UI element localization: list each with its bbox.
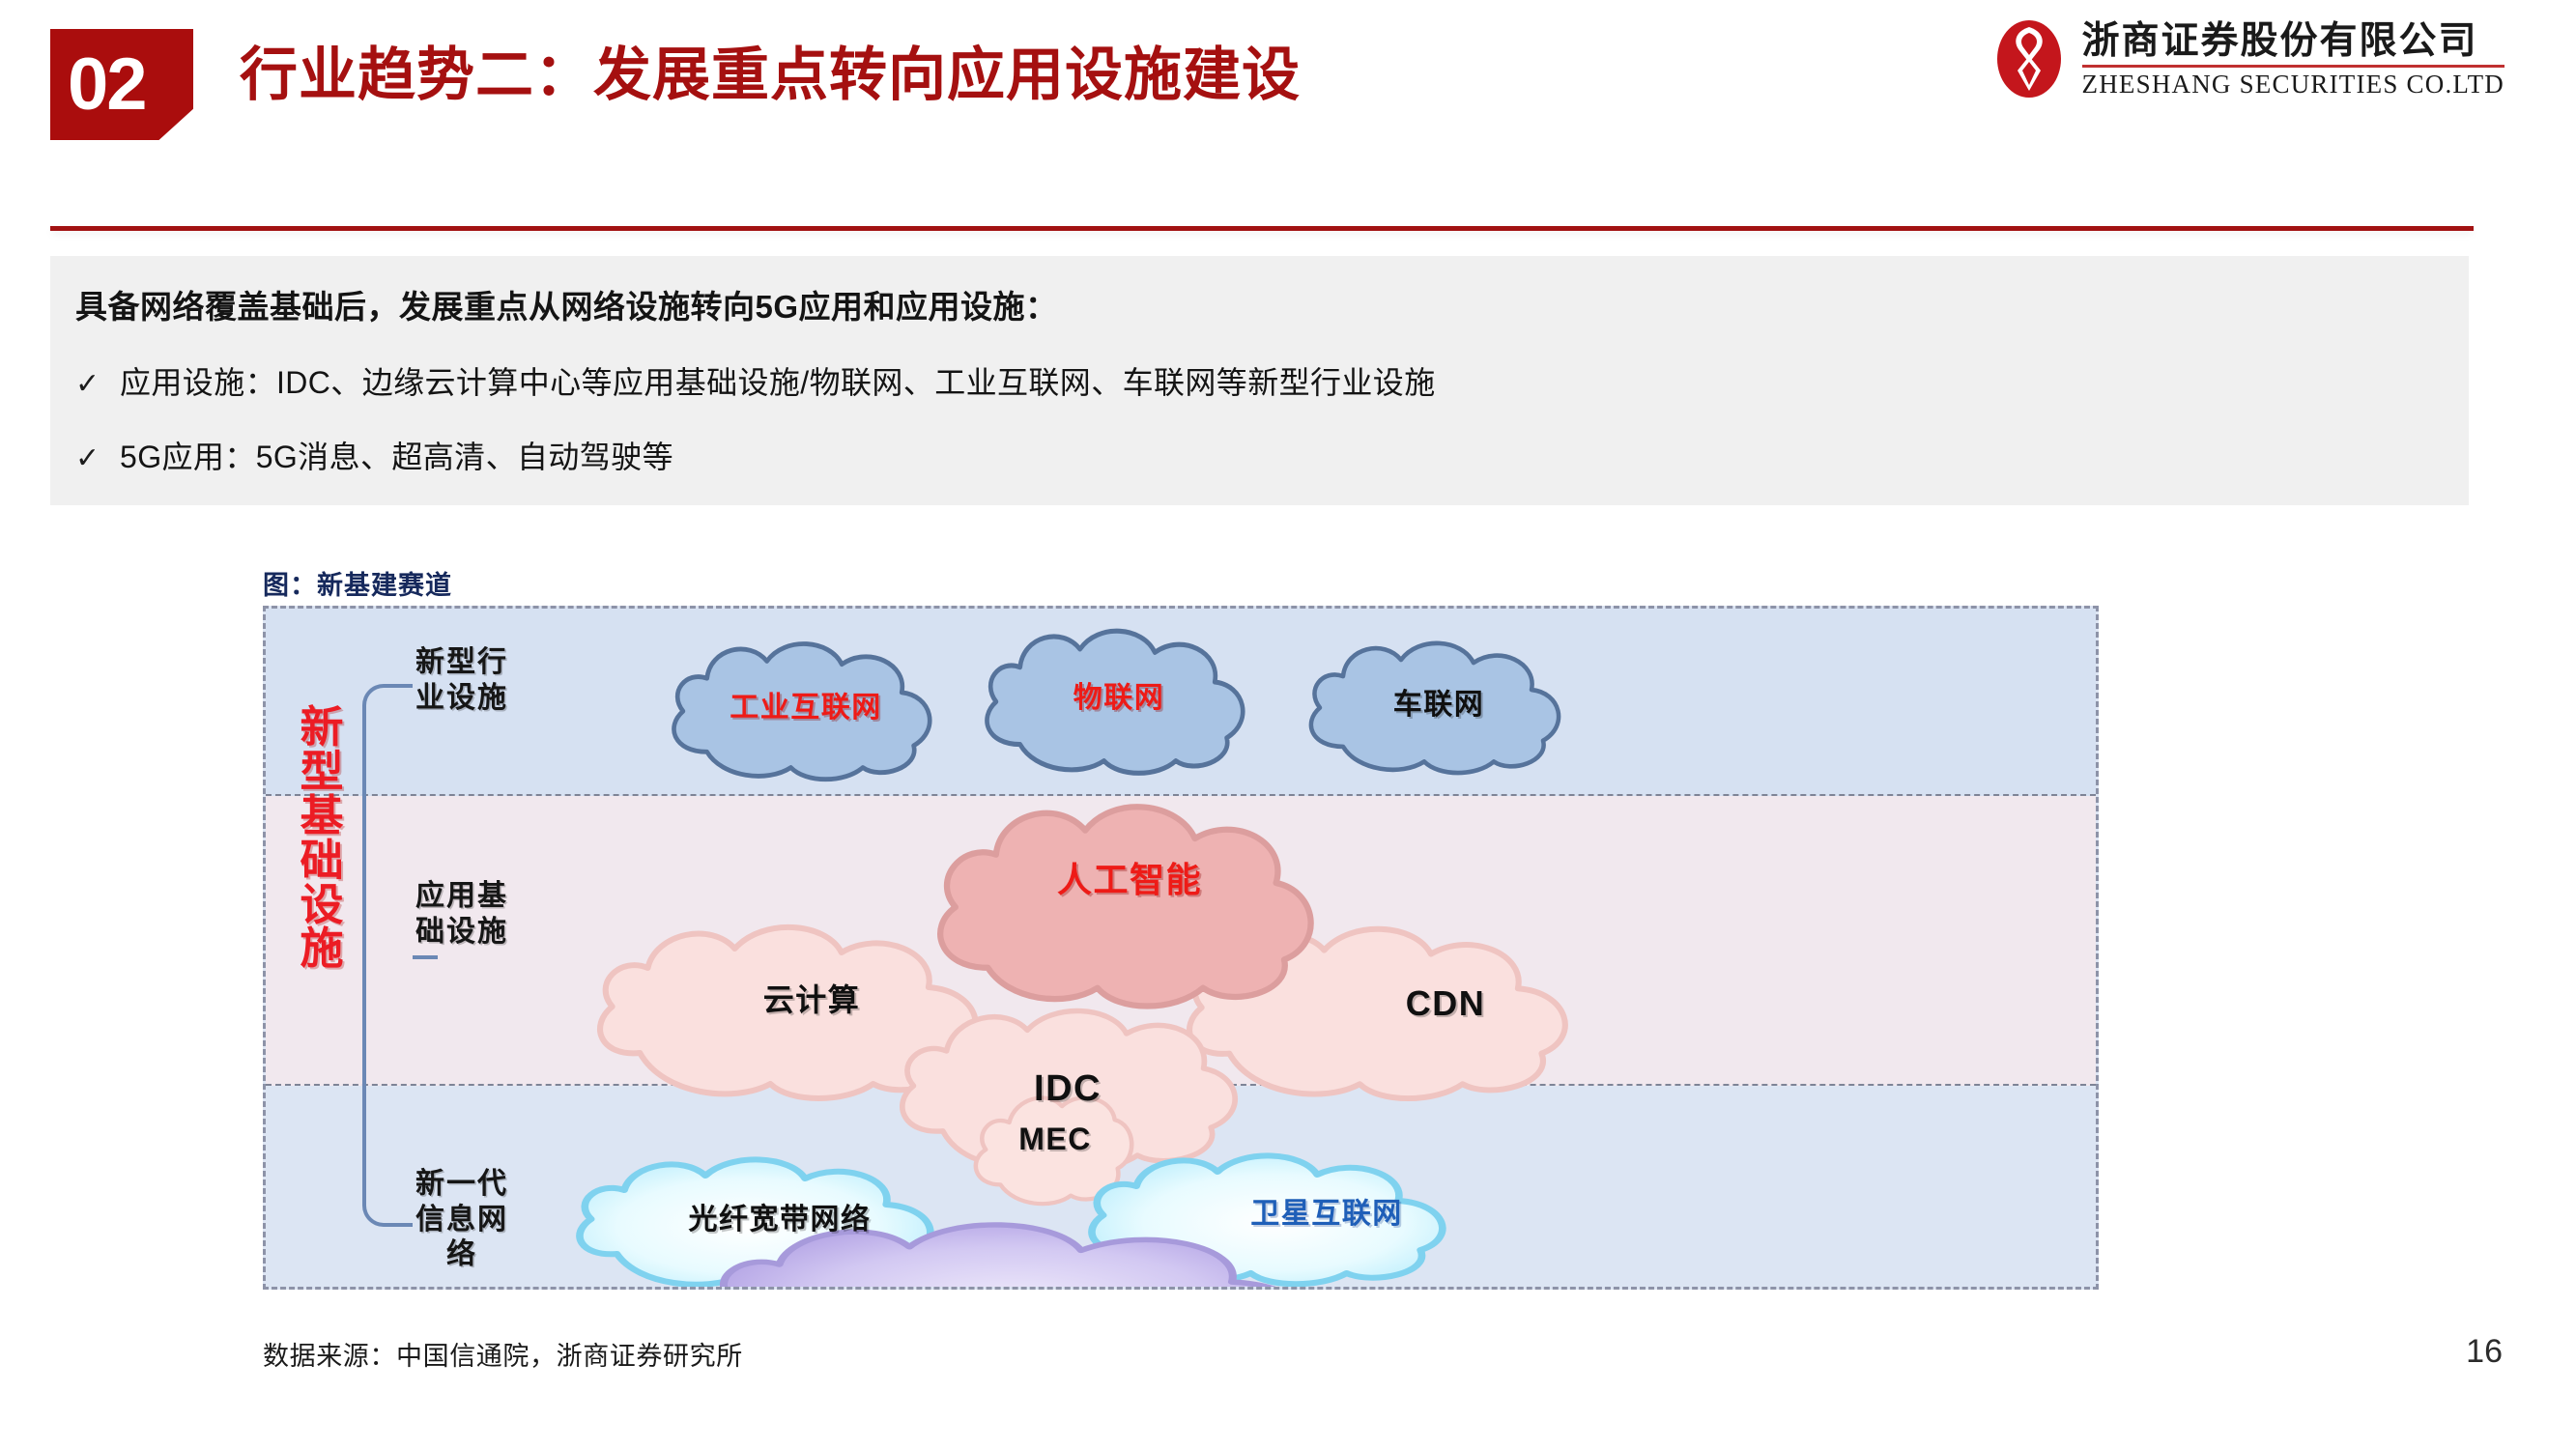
bullet-text: 5G应用：5G消息、超高清、自动驾驶等 — [120, 439, 673, 474]
bullet-item-5g-applications: ✓ 5G应用：5G消息、超高清、自动驾驶等 — [75, 439, 2469, 475]
zheshang-securities-logo-mark-icon — [1991, 17, 2067, 100]
logo-english-name: ZHESHANG SECURITIES CO.LTD — [2081, 69, 2504, 99]
figure-source-note: 数据来源：中国信通院，浙商证券研究所 — [263, 1342, 743, 1371]
cloud-node-internet-of-vehicles: 车联网 — [1294, 630, 1584, 780]
diagram-master-label: 新型基础设施 — [300, 702, 346, 974]
logo-divider — [2081, 64, 2504, 68]
cloud-label: MEC — [1018, 1122, 1092, 1157]
cloud-label: 工业互联网 — [730, 692, 882, 724]
slide-header: 02 行业趋势二：发展重点转向应用设施建设 浙商证券股份有限公司 ZHESHAN… — [0, 0, 2576, 232]
summary-heading: 具备网络覆盖基础后，发展重点从网络设施转向5G应用和应用设施： — [75, 289, 1058, 325]
header-divider-rule — [50, 226, 2474, 231]
band-label-application-infrastructure: 应用基础设施 — [415, 880, 508, 948]
cloud-label: 人工智能 — [1056, 860, 1202, 900]
check-icon: ✓ — [75, 441, 100, 474]
cloud-node-mec: MEC — [965, 1082, 1141, 1217]
figure-caption: 图：新基建赛道 — [263, 571, 452, 600]
logo-chinese-name: 浙商证券股份有限公司 — [2081, 17, 2478, 63]
band-label-new-industry-facilities: 新型行业设施 — [415, 646, 508, 714]
cloud-node-5g-network: 5G网络 — [691, 1215, 1367, 1287]
cloud-node-artificial-intelligence: 人工智能 — [919, 794, 1325, 1016]
new-infrastructure-diagram: 新型基础设施 新型行业设施 应用基础设施 新一代信息网络 工业互联网 物联网 车… — [263, 606, 2099, 1290]
cloud-node-cloud-computing: 云计算 — [585, 914, 1019, 1107]
cloud-node-iot: 物联网 — [969, 616, 1269, 781]
cloud-label: 云计算 — [762, 982, 861, 1018]
cloud-label: CDN — [1405, 983, 1486, 1024]
page-title: 行业趋势二：发展重点转向应用设施建设 — [240, 43, 1301, 107]
summary-callout-box: 具备网络覆盖基础后，发展重点从网络设施转向5G应用和应用设施： ✓ 应用设施：I… — [50, 256, 2469, 505]
section-number-badge: 02 — [50, 29, 193, 140]
page-number: 16 — [2466, 1333, 2503, 1370]
company-logo: 浙商证券股份有限公司 ZHESHANG SECURITIES CO.LTD — [1991, 17, 2504, 100]
cloud-label: 卫星互联网 — [1250, 1198, 1403, 1231]
bullet-item-application-facilities: ✓ 应用设施：IDC、边缘云计算中心等应用基础设施/物联网、工业互联网、车联网等… — [75, 364, 2469, 401]
cloud-label: 光纤宽带网络 — [688, 1204, 872, 1236]
cloud-label: 物联网 — [1073, 682, 1165, 715]
logo-text-block: 浙商证券股份有限公司 ZHESHANG SECURITIES CO.LTD — [2081, 17, 2504, 99]
cloud-node-industrial-internet: 工业互联网 — [656, 630, 956, 786]
cloud-label: 车联网 — [1392, 688, 1485, 721]
check-icon: ✓ — [75, 367, 100, 400]
section-number-text: 02 — [68, 43, 148, 126]
cloud-label: IDC — [1034, 1068, 1102, 1110]
band-label-next-gen-information-network: 新一代信息网络 — [415, 1168, 508, 1271]
bullet-text: 应用设施：IDC、边缘云计算中心等应用基础设施/物联网、工业互联网、车联网等新型… — [120, 364, 1436, 400]
band-grouping-bracket — [362, 684, 438, 1227]
